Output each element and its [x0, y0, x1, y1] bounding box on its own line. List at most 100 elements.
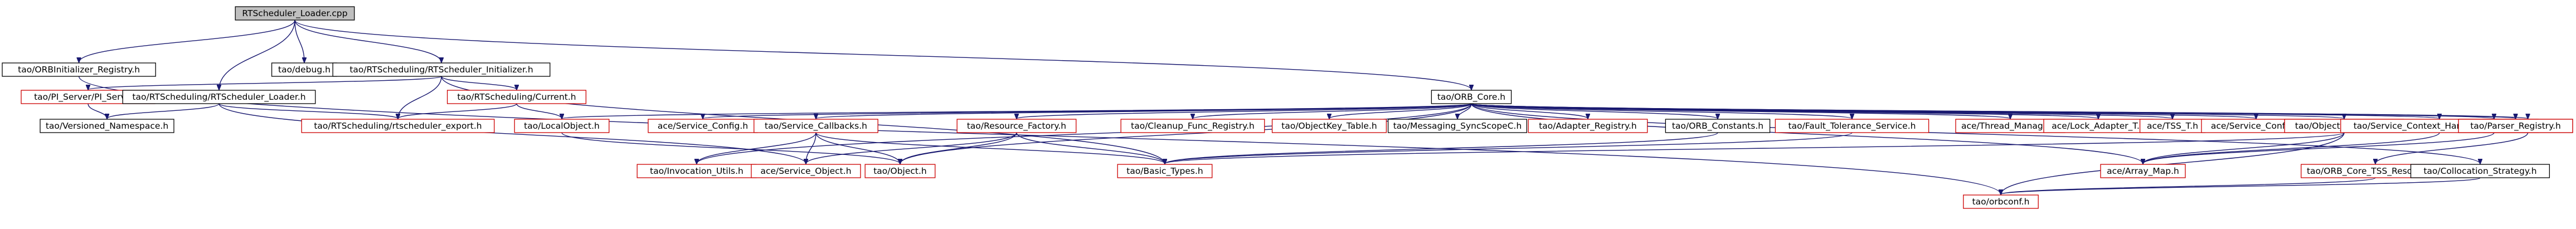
- node-label: ace/Array_Map.h: [2107, 166, 2179, 177]
- edge-orb-core-h-to-invocation-utils: [697, 103, 1472, 164]
- node-resource-factory[interactable]: tao/Resource_Factory.h: [956, 119, 1077, 133]
- edge-root-to-orbinit-reg: [79, 20, 295, 62]
- node-localobject[interactable]: tao/LocalObject.h: [514, 119, 610, 133]
- node-label: tao/ObjectKey_Table.h: [1281, 121, 1377, 131]
- edge-orb-constants-to-basic-types: [1165, 132, 1718, 164]
- edge-root-to-debug: [294, 20, 304, 62]
- node-rts-current[interactable]: tao/RTScheduling/Current.h: [446, 90, 587, 104]
- node-box: [1120, 119, 1265, 133]
- node-box: [301, 119, 495, 133]
- edge-object-ref-table-to-basic-types: [1165, 132, 2345, 164]
- edge-service-ctx-handler-to-array-map: [2143, 132, 2440, 164]
- node-box: [2100, 164, 2186, 178]
- node-service-callbacks[interactable]: tao/Service_Callbacks.h: [754, 119, 878, 133]
- edge-rts-current-to-rts-export: [398, 103, 517, 119]
- node-ace-service-config-h[interactable]: ace/Service_Config.h: [648, 119, 758, 133]
- edge-object-ref-table-to-orbconf: [2001, 132, 2345, 194]
- edge-orb-core-h-to-cleanup-func: [1193, 103, 1472, 119]
- node-label: tao/Cleanup_Func_Registry.h: [1131, 121, 1255, 131]
- node-label: RTScheduler_Loader.cpp: [242, 8, 347, 19]
- node-box: [2458, 119, 2573, 133]
- node-label: tao/ORBInitializer_Registry.h: [18, 65, 140, 75]
- node-box: [122, 90, 316, 104]
- node-parser-registry[interactable]: tao/Parser_Registry.h: [2458, 119, 2573, 133]
- edge-root-to-rts-init: [294, 20, 441, 62]
- edge-rts-init-to-pi-server: [88, 76, 442, 90]
- node-label: tao/Resource_Factory.h: [967, 121, 1066, 131]
- edge-orb-core-h-to-fault-tolerance: [1471, 103, 1852, 119]
- node-label: ace/Lock_Adapter_T.h: [2052, 121, 2145, 131]
- node-label: ace/Thread_Manager.h: [1961, 121, 2059, 131]
- node-box: [271, 62, 338, 77]
- node-label: tao/PI_Server/PI_Server.h: [34, 92, 142, 103]
- edge-pi-server-to-versioned-ns: [88, 103, 107, 119]
- node-label: ace/TSS_T.h: [2147, 121, 2198, 131]
- node-tss-t[interactable]: ace/TSS_T.h: [2139, 119, 2206, 133]
- node-root[interactable]: RTScheduler_Loader.cpp: [235, 6, 355, 21]
- edge-params-to-array-map: [2143, 132, 2495, 164]
- node-cleanup-func[interactable]: tao/Cleanup_Func_Registry.h: [1120, 119, 1265, 133]
- node-box: [40, 119, 174, 133]
- node-fault-tolerance[interactable]: tao/Fault_Tolerance_Service.h: [1775, 119, 1929, 133]
- node-label: tao/Fault_Tolerance_Service.h: [1788, 121, 1916, 131]
- node-lock-adapter[interactable]: ace/Lock_Adapter_T.h: [2043, 119, 2154, 133]
- edge-fault-tolerance-to-basic-types: [1165, 132, 1853, 164]
- edge-rts-init-to-rts-current: [441, 76, 517, 90]
- edge-orb-core-h-to-tao-object: [900, 103, 1472, 164]
- node-rts-export[interactable]: tao/RTScheduling/rtscheduler_export.h: [301, 119, 495, 133]
- node-box: [332, 62, 551, 77]
- node-tao-object[interactable]: tao/Object.h: [864, 164, 936, 178]
- node-label: ace/Service_Object.h: [760, 166, 851, 177]
- node-label: tao/ORB_Constants.h: [1672, 121, 1763, 131]
- edge-rts-current-to-localobject: [516, 103, 562, 119]
- node-label: tao/debug.h: [278, 65, 330, 75]
- node-invocation-utils[interactable]: tao/Invocation_Utils.h: [636, 164, 757, 178]
- node-box: [1528, 119, 1648, 133]
- node-label: tao/Object.h: [873, 166, 927, 176]
- node-label: tao/Adapter_Registry.h: [1539, 121, 1637, 131]
- node-orb-core-h[interactable]: tao/ORB_Core.h: [1431, 90, 1512, 104]
- node-adapter-registry[interactable]: tao/Adapter_Registry.h: [1528, 119, 1648, 133]
- node-label: tao/Invocation_Utils.h: [650, 166, 743, 177]
- node-label: tao/LocalObject.h: [524, 121, 600, 131]
- node-rts-loader[interactable]: tao/RTScheduling/RTScheduler_Loader.h: [122, 90, 316, 104]
- node-orbconf[interactable]: tao/orbconf.h: [1963, 194, 2039, 209]
- node-debug[interactable]: tao/debug.h: [271, 62, 338, 77]
- edge-service-callbacks-to-invocation-utils: [697, 132, 816, 164]
- node-orb-constants[interactable]: tao/ORB_Constants.h: [1665, 119, 1771, 133]
- node-box: [235, 6, 355, 21]
- edge-object-ref-table-to-array-map: [2143, 132, 2345, 164]
- node-box: [2139, 119, 2206, 133]
- node-basic-types[interactable]: tao/Basic_Types.h: [1117, 164, 1213, 178]
- node-array-map[interactable]: ace/Array_Map.h: [2100, 164, 2186, 178]
- node-collocation[interactable]: tao/Collocation_Strategy.h: [2410, 164, 2550, 178]
- node-rts-init[interactable]: tao/RTScheduling/RTScheduler_Initializer…: [332, 62, 551, 77]
- edge-root-to-orb-core-h: [294, 20, 1471, 90]
- node-box: [446, 90, 587, 104]
- node-box: [1117, 164, 1213, 178]
- node-objectkey-table[interactable]: tao/ObjectKey_Table.h: [1271, 119, 1387, 133]
- edge-resource-factory-to-tao-object: [900, 132, 1017, 164]
- edge-orb-core-h-to-resource-factory: [1017, 103, 1472, 119]
- node-label: tao/orbconf.h: [1972, 197, 2030, 207]
- node-box: [636, 164, 757, 178]
- node-box: [956, 119, 1077, 133]
- node-orbinit-reg[interactable]: tao/ORBInitializer_Registry.h: [2, 62, 156, 77]
- node-box: [648, 119, 758, 133]
- node-messaging-syncscope[interactable]: tao/Messaging_SyncScopeC.h: [1387, 119, 1528, 133]
- edge-resource-factory-to-ace-service-object: [806, 132, 1017, 164]
- node-ace-service-object[interactable]: ace/Service_Object.h: [751, 164, 861, 178]
- edge-orb-core-h-to-service-callbacks: [816, 103, 1472, 119]
- node-versioned-ns[interactable]: tao/Versioned_Namespace.h: [40, 119, 174, 133]
- edge-rts-init-to-rts-export: [398, 76, 442, 119]
- node-label: tao/Versioned_Namespace.h: [46, 121, 168, 131]
- node-box: [2043, 119, 2154, 133]
- node-box: [751, 164, 861, 178]
- edge-orb-core-h-to-objectkey-table: [1329, 103, 1472, 119]
- node-label: tao/RTScheduling/Current.h: [457, 92, 576, 102]
- edge-orb-core-h-to-array-map: [1471, 103, 2143, 164]
- node-box: [1775, 119, 1929, 133]
- node-label: tao/RTScheduling/RTScheduler_Initializer…: [349, 65, 533, 75]
- node-label: ace/Service_Config.h: [2211, 121, 2301, 131]
- edge-root-to-rts-loader: [219, 20, 295, 90]
